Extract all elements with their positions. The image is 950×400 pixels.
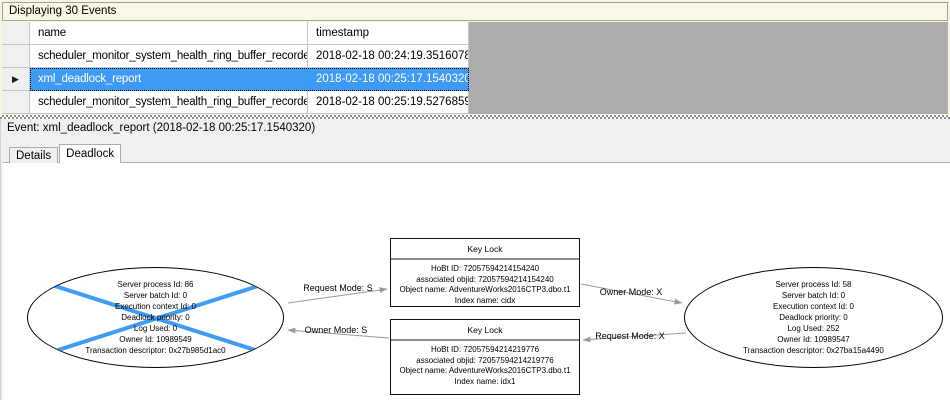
table-row[interactable]: scheduler_monitor_system_health_ring_buf… [2, 45, 948, 68]
grid-header-row: name timestamp [2, 22, 948, 45]
lock-info: HoBt ID: 72057594214219776 associated ob… [391, 341, 579, 387]
event-detail-pane: Event: xml_deadlock_report (2018-02-18 0… [0, 119, 950, 400]
cell-timestamp[interactable]: 2018-02-18 00:25:17.1540320 [308, 68, 469, 91]
deadlock-edges [287, 283, 687, 343]
lock-title: Key Lock [391, 239, 579, 260]
current-row-arrow-icon: ▶ [12, 74, 19, 84]
cell-timestamp[interactable]: 2018-02-18 00:25:19.5276859 [308, 91, 469, 114]
process-node[interactable]: Server process Id: 58 Server batch Id: 0… [684, 267, 943, 368]
cell-name[interactable]: xml_deadlock_report [30, 68, 308, 91]
process-line: Transaction descriptor: 0x27b985d1ac0 [85, 346, 226, 355]
process-line: Owner Id: 10989547 [777, 335, 850, 344]
resource-node-keylock-top[interactable]: Key Lock HoBt ID: 72057594214154240 asso… [390, 238, 580, 307]
process-line: Deadlock priority: 0 [121, 313, 190, 322]
cell-name[interactable]: scheduler_monitor_system_health_ring_buf… [30, 45, 308, 68]
deadlock-tab-content: Server process Id: 86 Server batch Id: 0… [3, 162, 950, 400]
deadlock-graph: Server process Id: 86 Server batch Id: 0… [3, 163, 950, 400]
lock-line: HoBt ID: 72057594214219776 [430, 345, 540, 354]
process-line: Server process Id: 58 [775, 280, 852, 289]
tab-details[interactable]: Details [9, 147, 59, 163]
process-info: Server process Id: 86 Server batch Id: 0… [85, 279, 225, 356]
row-selector[interactable] [2, 91, 30, 114]
tab-deadlock[interactable]: Deadlock [59, 144, 122, 163]
lock-line: associated objid: 72057594214154240 [416, 274, 554, 284]
process-line: Log Used: 252 [787, 324, 840, 333]
events-count-header: Displaying 30 Events [2, 2, 948, 21]
row-selector[interactable] [2, 45, 30, 68]
victim-cross-icon [29, 276, 283, 361]
events-grid: name timestamp scheduler_monitor_system_… [2, 22, 948, 114]
edge-label-owner-s: Owner Mode: S [304, 325, 368, 335]
column-header-timestamp[interactable]: timestamp [308, 22, 469, 45]
table-row-selected[interactable]: ▶ xml_deadlock_report 2018-02-18 00:25:1… [2, 68, 948, 91]
detail-tabstrip: Details Deadlock [9, 143, 122, 163]
edge-label-owner-x: Owner Mode: X [599, 287, 663, 297]
resource-node-keylock-bottom[interactable]: Key Lock HoBt ID: 72057594214219776 asso… [390, 319, 580, 395]
grid-corner-cell[interactable] [2, 22, 30, 45]
cell-name[interactable]: scheduler_monitor_system_health_ring_buf… [30, 91, 308, 114]
grid-splitter[interactable] [0, 115, 950, 119]
selected-event-label: Event: xml_deadlock_report (2018-02-18 0… [7, 122, 316, 134]
process-line: Deadlock priority: 0 [779, 313, 848, 322]
lock-line: associated objid: 72057594214219776 [416, 355, 554, 365]
edge-label-request-x: Request Mode: X [595, 331, 665, 341]
lock-line: Index name: idx1 [454, 376, 516, 386]
process-line: Execution context Id: 0 [773, 302, 854, 311]
lock-line: HoBt ID: 72057594214154240 [430, 264, 540, 273]
lock-info: HoBt ID: 72057594214154240 associated ob… [391, 260, 579, 306]
edge-label-request-s: Request Mode: S [303, 283, 373, 293]
events-pane: Displaying 30 Events name timestamp sche… [0, 0, 950, 115]
process-line: Transaction descriptor: 0x27ba15a4490 [743, 346, 884, 355]
process-line: Server process Id: 86 [117, 280, 194, 289]
process-line: Log Used: 0 [133, 324, 178, 333]
row-selector[interactable]: ▶ [2, 68, 30, 91]
lock-line: Object name: AdventureWorks2016CTP3.dbo.… [399, 366, 571, 375]
lock-line: Index name: cidx [454, 295, 516, 305]
lock-line: Object name: AdventureWorks2016CTP3.dbo.… [399, 285, 571, 294]
cell-timestamp[interactable]: 2018-02-18 00:24:19.3516078 [308, 45, 469, 68]
table-row[interactable]: scheduler_monitor_system_health_ring_buf… [2, 91, 948, 114]
process-line: Execution context Id: 0 [115, 302, 196, 311]
process-line: Server batch Id: 0 [781, 291, 846, 300]
process-info: Server process Id: 58 Server batch Id: 0… [743, 279, 884, 356]
process-line: Server batch Id: 0 [123, 291, 188, 300]
process-line: Owner Id: 10989549 [119, 335, 192, 344]
lock-title: Key Lock [391, 320, 579, 341]
column-header-name[interactable]: name [30, 22, 308, 45]
process-node-victim[interactable]: Server process Id: 86 Server batch Id: 0… [27, 267, 284, 368]
